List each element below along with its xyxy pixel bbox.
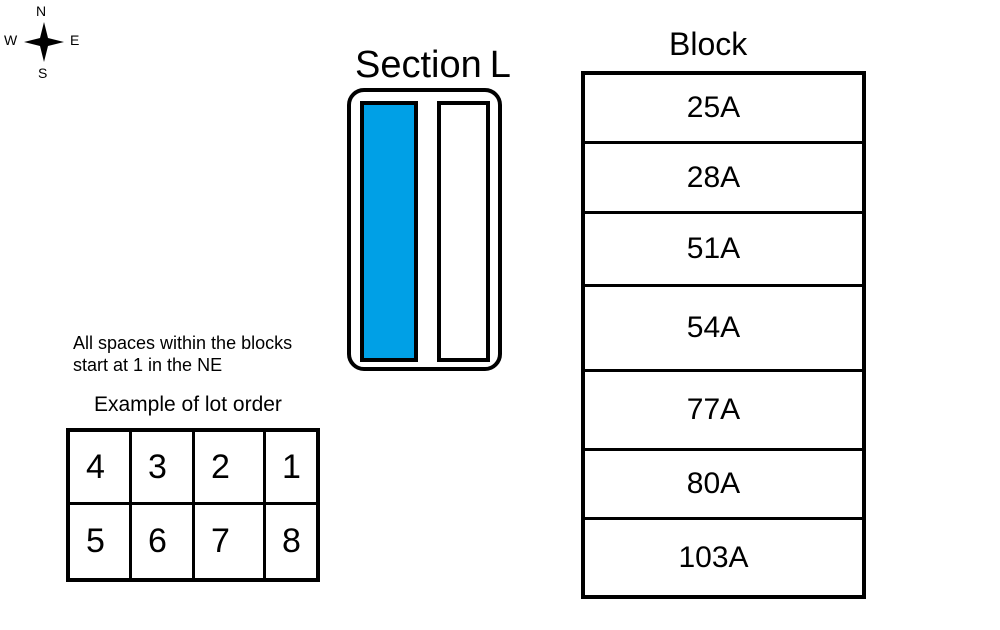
- section-column-highlighted: [360, 101, 418, 362]
- lot-cell: 3: [132, 432, 195, 505]
- lot-cell: 4: [70, 432, 132, 505]
- lot-cell: 2: [195, 432, 266, 505]
- block-row-28a: 28A: [585, 144, 862, 215]
- section-title-text: Section: [355, 44, 482, 86]
- lot-numbering-note: All spaces within the blocks start at 1 …: [73, 332, 292, 376]
- lot-cell: 1: [266, 432, 316, 505]
- compass-north-label: N: [36, 3, 47, 19]
- section-column: [437, 101, 490, 362]
- compass-star-icon: [24, 22, 64, 62]
- lot-order-grid: 4 3 2 1 5 6 7 8: [66, 428, 320, 582]
- block-row-51a: 51A: [585, 214, 862, 288]
- compass-west-label: W: [4, 32, 18, 48]
- note-line-2: start at 1 in the NE: [73, 355, 223, 375]
- block-row-103a: 103A: [678, 540, 749, 574]
- block-row-54a: 54A: [585, 287, 862, 372]
- lot-cell: 6: [132, 505, 195, 578]
- compass-south-label: S: [38, 65, 48, 81]
- block-row-77a: 77A: [585, 372, 862, 452]
- compass-rose: N W E S: [0, 0, 90, 85]
- section-letter: L: [489, 44, 511, 86]
- lot-cell: 8: [282, 522, 301, 560]
- note-line-1: All spaces within the blocks: [73, 333, 293, 353]
- lot-cell: 5: [70, 505, 132, 578]
- block-table: 25A 28A 51A 54A 77A 80A 103A: [581, 71, 866, 599]
- block-row-25a: 25A: [585, 75, 862, 145]
- lot-order-title: Example of lot order: [94, 393, 282, 416]
- block-title: Block: [669, 26, 748, 62]
- block-row-80a: 80A: [585, 451, 862, 521]
- section-frame: [347, 88, 502, 371]
- lot-cell: 7: [195, 505, 266, 578]
- compass-east-label: E: [70, 32, 80, 48]
